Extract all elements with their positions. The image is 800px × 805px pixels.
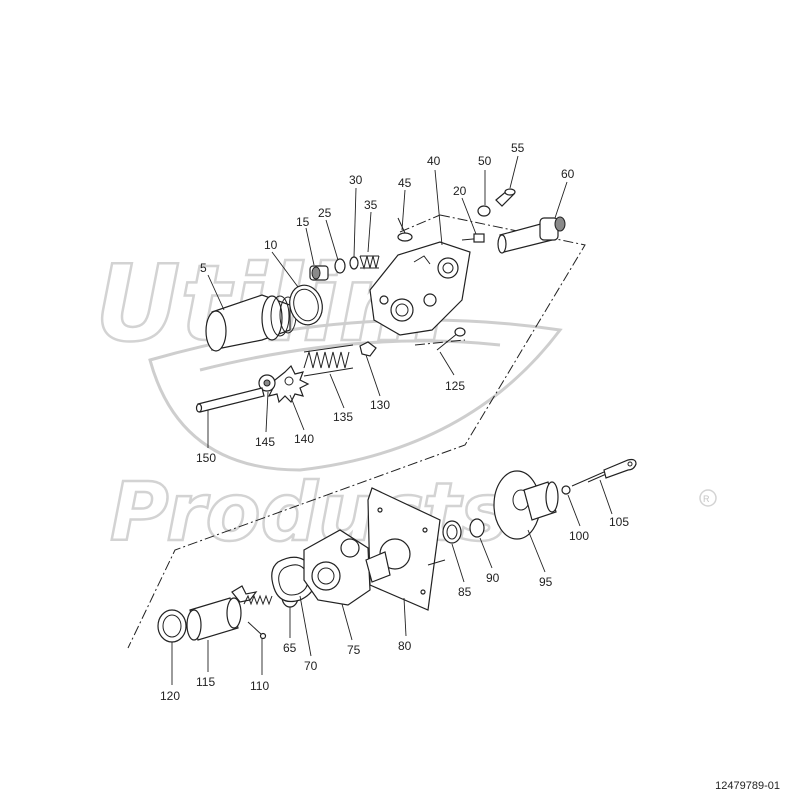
callout-110: 110	[250, 679, 269, 693]
part-bolt-125	[436, 327, 466, 351]
part-nut-50	[477, 205, 491, 217]
callout-130: 130	[370, 398, 390, 412]
callout-125: 125	[445, 379, 465, 393]
part-fitting-55	[495, 188, 516, 207]
part-washer-25	[334, 258, 346, 274]
callout-150: 150	[196, 451, 216, 465]
part-ring-85	[442, 520, 462, 544]
svg-text:Products: Products	[110, 466, 508, 559]
part-plate-80	[365, 487, 446, 611]
callout-70: 70	[304, 659, 318, 673]
part-ring-120	[157, 609, 187, 643]
part-ring-30	[349, 256, 359, 270]
callout-40: 40	[427, 154, 441, 168]
part-fitting-15	[309, 265, 329, 281]
callout-20: 20	[453, 184, 467, 198]
callout-10: 10	[264, 238, 278, 252]
part-screw-20	[461, 233, 485, 243]
part-wing-spring	[231, 585, 273, 606]
callout-145: 145	[255, 435, 275, 449]
part-snapring-90	[469, 518, 485, 538]
callout-135: 135	[333, 410, 353, 424]
callout-labels: 5 10 15 25 30 35 45 40 50 55 20 60 125 1…	[160, 141, 629, 703]
part-housing-75	[303, 529, 371, 606]
callout-85: 85	[458, 585, 472, 599]
callout-5: 5	[200, 261, 207, 275]
callout-115: 115	[196, 675, 215, 689]
callout-120: 120	[160, 689, 180, 703]
part-pump-housing-40	[369, 241, 471, 336]
part-spring-35	[359, 255, 380, 270]
callout-100: 100	[569, 529, 589, 543]
leader-lines	[171, 155, 613, 685]
part-spring-135	[303, 344, 354, 377]
callout-25: 25	[318, 206, 332, 220]
callout-105: 105	[609, 515, 629, 529]
callout-60: 60	[561, 167, 575, 181]
part-rod-105	[571, 458, 637, 487]
document-number: 12479789-01	[715, 780, 780, 792]
callout-90: 90	[486, 571, 500, 585]
part-sleeve-115	[186, 597, 242, 641]
callout-35: 35	[364, 198, 378, 212]
callout-65: 65	[283, 641, 297, 655]
callout-80: 80	[398, 639, 412, 653]
callout-55: 55	[511, 141, 525, 155]
callout-75: 75	[347, 643, 361, 657]
callout-140: 140	[294, 432, 314, 446]
part-pin-110	[247, 621, 267, 640]
part-shaft-60	[497, 216, 566, 254]
svg-text:R: R	[703, 494, 710, 504]
part-disc-95	[493, 470, 559, 540]
part-nut-100	[561, 485, 571, 495]
callout-30: 30	[349, 173, 363, 187]
part-bolt-45	[397, 217, 413, 242]
part-gear-145	[258, 374, 276, 392]
callout-15: 15	[296, 215, 310, 229]
callout-45: 45	[398, 176, 412, 190]
callout-95: 95	[539, 575, 553, 589]
callout-50: 50	[478, 154, 492, 168]
part-washer-130	[359, 341, 377, 357]
part-sleeve-5	[205, 294, 297, 352]
part-rod-150	[195, 387, 265, 413]
